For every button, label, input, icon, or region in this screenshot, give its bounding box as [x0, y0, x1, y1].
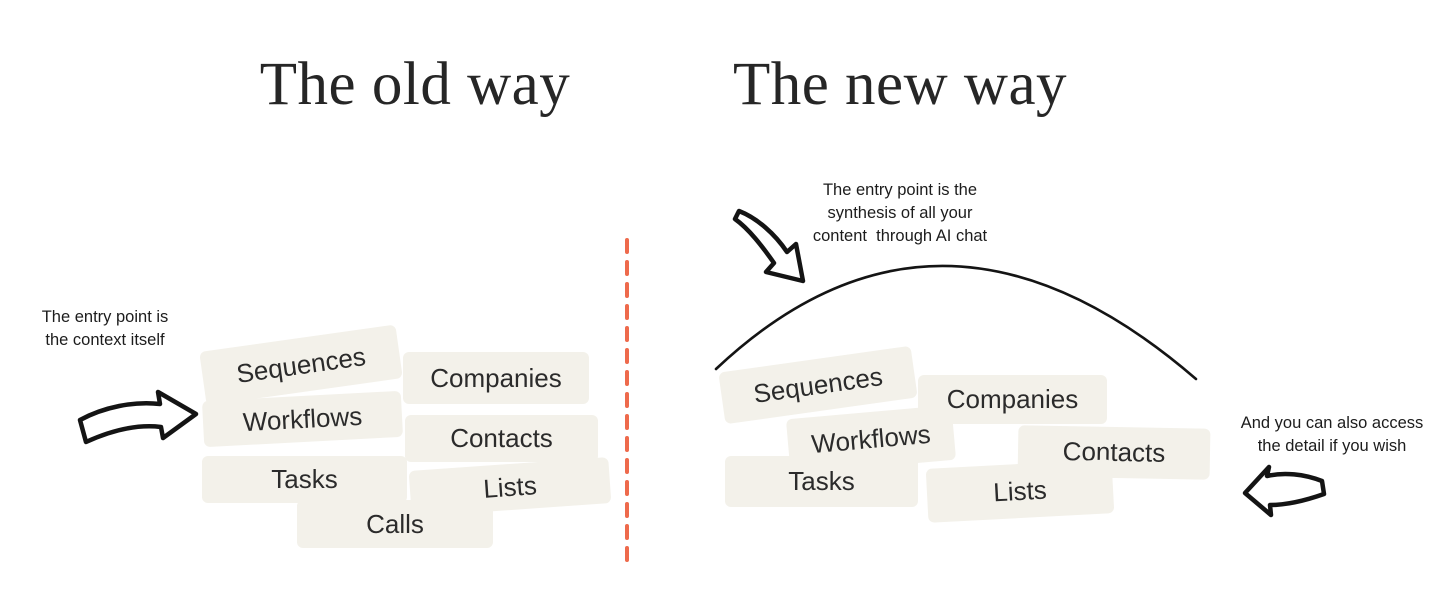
box-calls-old: Calls: [297, 500, 493, 548]
new-way-annotation-top-line2: synthesis of all your: [827, 204, 973, 222]
old-way-title: The old way: [259, 51, 571, 118]
old-way-annotation-line1: The entry point is: [41, 308, 169, 326]
box-tasks-new: Tasks: [725, 456, 918, 507]
new-way-annotation-top-line3: content through AI chat: [812, 227, 988, 245]
new-way-annotation-right: And you can also access the detail if yo…: [1228, 412, 1436, 458]
box-lists-new: Lists: [925, 459, 1115, 523]
box-sequences-old-label: Sequences: [234, 340, 368, 389]
new-way-annotation-right-line1: And you can also access: [1240, 414, 1424, 432]
new-way-annotation-top-line1: The entry point is the: [822, 181, 978, 199]
old-way-annotation-line2: the context itself: [45, 331, 165, 349]
box-sequences-new-label: Sequences: [751, 360, 885, 409]
curved-arrow-right-icon: [77, 389, 199, 445]
new-way-annotation-right-line2: the detail if you wish: [1257, 437, 1407, 455]
new-way-title: The new way: [732, 51, 1068, 118]
box-calls-old-label: Calls: [366, 508, 424, 539]
box-lists-new-label: Lists: [992, 474, 1048, 507]
box-companies-old-label: Companies: [430, 362, 562, 393]
curved-arrow-left-icon: [1242, 464, 1327, 518]
old-way-annotation: The entry point is the context itself: [15, 306, 195, 352]
box-contacts-old-label: Contacts: [450, 423, 553, 453]
box-workflows-old: Workflows: [201, 390, 404, 448]
box-tasks-new-label: Tasks: [788, 466, 855, 496]
box-lists-old-label: Lists: [482, 469, 538, 504]
box-companies-old: Companies: [403, 352, 589, 404]
box-companies-new-label: Companies: [946, 384, 1079, 414]
new-way-annotation-top: The entry point is the synthesis of all …: [785, 179, 1015, 248]
box-tasks-old: Tasks: [202, 456, 407, 503]
box-contacts-old: Contacts: [405, 415, 598, 462]
box-workflows-old-label: Workflows: [242, 400, 363, 437]
box-tasks-old-label: Tasks: [271, 464, 338, 494]
box-workflows-new-label: Workflows: [810, 418, 932, 460]
